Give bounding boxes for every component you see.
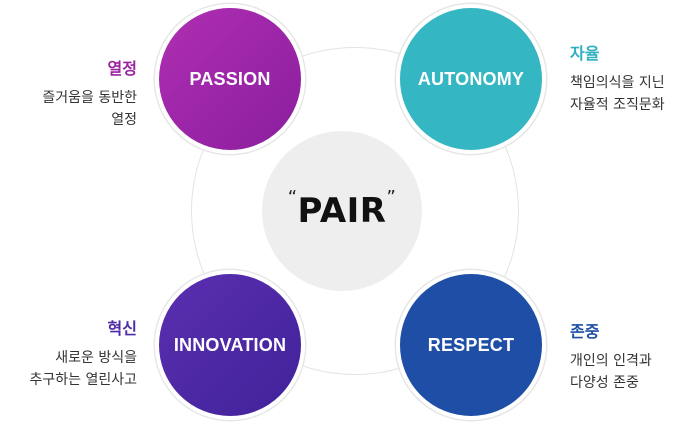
passion-circle-label: PASSION (189, 68, 271, 89)
autonomy-desc-line: 자율적 조직문화 (570, 97, 665, 113)
respect-desc-line: 다양성 존중 (570, 375, 639, 391)
passion-title: 열정 (107, 59, 137, 78)
innovation-caption: 혁신 새로운 방식을 추구하는 열린사고 (30, 315, 138, 391)
innovation-desc-line: 추구하는 열린사고 (29, 372, 138, 388)
autonomy-circle-label: AUTONOMY (417, 68, 525, 89)
innovation-circle-label: INNOVATION (173, 334, 287, 355)
respect-circle: RESPECT (396, 270, 546, 420)
connector-ring (191, 47, 519, 375)
autonomy-desc: 책임의식을 지닌 자율적 조직문화 (570, 72, 665, 116)
respect-desc-line: 개인의 인격과 (570, 353, 652, 369)
innovation-title: 혁신 (107, 319, 137, 338)
respect-title: 존중 (570, 322, 600, 341)
respect-caption: 존중 개인의 인격과 다양성 존중 (570, 318, 652, 394)
passion-desc-line: 열정 (111, 112, 137, 128)
center-circle: “PAIR” (262, 131, 422, 291)
innovation-desc-line: 새로운 방식을 (55, 350, 137, 366)
autonomy-caption: 자율 책임의식을 지닌 자율적 조직문화 (570, 40, 665, 116)
autonomy-circle: AUTONOMY (396, 4, 546, 154)
autonomy-title: 자율 (570, 44, 600, 63)
respect-circle-label: RESPECT (427, 334, 515, 355)
passion-caption: 열정 즐거움을 동반한 열정 (42, 55, 137, 131)
respect-desc: 개인의 인격과 다양성 존중 (570, 350, 652, 394)
passion-desc-line: 즐거움을 동반한 (42, 90, 137, 106)
passion-circle: PASSION (155, 4, 305, 154)
innovation-circle: INNOVATION (155, 270, 305, 420)
passion-desc: 즐거움을 동반한 열정 (42, 87, 137, 131)
close-quote: ” (386, 187, 397, 208)
autonomy-desc-line: 책임의식을 지닌 (570, 75, 665, 91)
innovation-desc: 새로운 방식을 추구하는 열린사고 (30, 347, 138, 391)
center-title: “PAIR” (288, 187, 397, 231)
open-quote: “ (287, 187, 298, 208)
center-title-text: PAIR (297, 191, 387, 231)
